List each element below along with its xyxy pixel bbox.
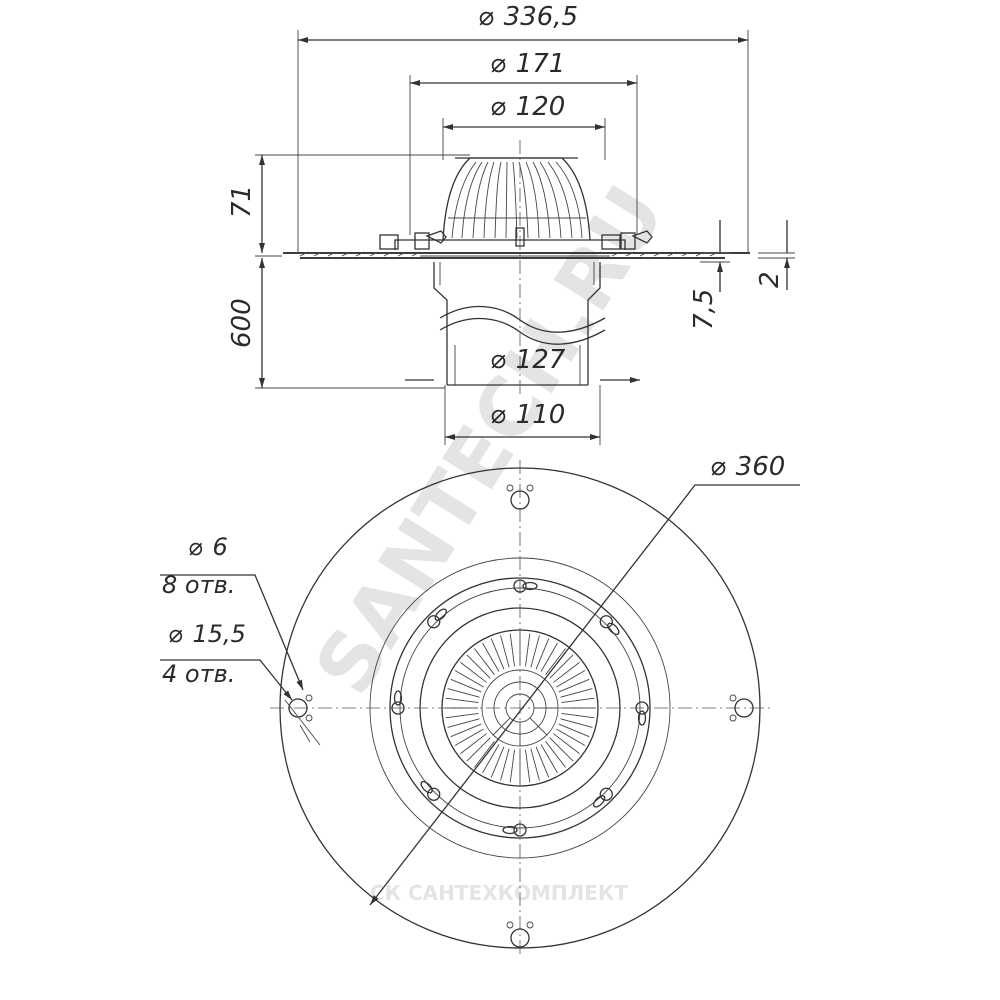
grate-slot <box>454 670 484 688</box>
dim-pipe-inner-diameter: ⌀110 <box>490 400 565 430</box>
small-hole-diameter: ⌀6 <box>188 533 228 561</box>
grate-slot <box>509 749 515 783</box>
clamp-bolt <box>427 608 447 629</box>
large-hole-count: 4 отв. <box>162 660 235 688</box>
side-view: ⌀336,5 ⌀171 ⌀120 ⌀127 ⌀110 71 600 7,5 2 <box>227 2 795 445</box>
clamp-bolt <box>635 701 649 726</box>
flange-hatch <box>299 251 719 257</box>
grate-slot <box>473 648 495 675</box>
grate-slot <box>450 678 482 693</box>
grate-spoke <box>492 717 511 736</box>
grate-spoke <box>529 717 548 736</box>
dim-height: 71 <box>227 185 257 218</box>
leader-large-hole <box>160 659 293 701</box>
grate-slot <box>525 749 531 783</box>
grate-slot <box>450 723 482 738</box>
grate-slot <box>530 635 540 668</box>
grate-slot <box>556 728 586 746</box>
grate-slot <box>445 697 479 703</box>
grate-slot <box>535 746 550 778</box>
grate-slot <box>561 697 595 703</box>
grate-slot <box>558 678 590 693</box>
grate-slot <box>540 642 558 672</box>
grate-slot <box>556 670 586 688</box>
leader-small-hole <box>160 574 304 691</box>
leaf-guard-dome <box>442 157 591 247</box>
clamp-bolt <box>391 690 405 715</box>
watermark: SANTECH.RU СК САНТЕХКОМПЛЕКТ <box>297 170 682 905</box>
grate-slot <box>545 741 567 768</box>
dim-dome-diameter: ⌀120 <box>490 92 565 122</box>
grate-slot <box>482 642 500 672</box>
clamp-bolts <box>391 579 649 837</box>
clamp-bolt <box>513 579 538 593</box>
dim-base-diameter: ⌀360 <box>710 452 785 482</box>
grate-slot <box>558 723 590 738</box>
large-holes <box>288 490 754 948</box>
dim-length: 600 <box>227 298 257 348</box>
clamp-bolt <box>599 615 620 635</box>
grate-slot <box>447 688 480 698</box>
grate-slot <box>445 713 479 719</box>
top-view: ⌀360 ⌀6 8 отв. ⌀15,5 4 отв. <box>160 452 800 955</box>
grate-slot <box>509 633 515 667</box>
dim-outer-diameter: ⌀171 <box>490 49 565 79</box>
clamp-bolt <box>593 787 613 808</box>
large-hole-diameter: ⌀15,5 <box>168 620 246 648</box>
grate-slot <box>482 744 500 774</box>
grate-slot <box>460 661 487 683</box>
grate-slot <box>560 718 593 728</box>
clamp-bolt <box>420 781 441 801</box>
watermark-company: СК САНТЕХКОМПЛЕКТ <box>370 881 628 905</box>
grate-slot <box>553 733 580 755</box>
grate-slot <box>454 728 484 746</box>
small-holes <box>305 484 737 929</box>
grate-slot <box>561 713 595 719</box>
grate-slot <box>447 718 480 728</box>
grate-slot <box>535 638 550 670</box>
clamp-bolt <box>502 823 527 837</box>
leader-base <box>369 484 800 906</box>
grate-slot <box>460 733 487 755</box>
grate-slot <box>549 654 574 679</box>
flange-plate <box>283 252 750 259</box>
grate-slot <box>525 633 531 667</box>
grate-slot <box>500 635 510 668</box>
grate-slot <box>473 741 495 768</box>
grate-slot <box>560 688 593 698</box>
dim-offset: 7,5 <box>689 289 719 330</box>
clamp-ring <box>394 239 626 250</box>
grate-slot <box>540 744 558 774</box>
grate-slot <box>466 737 491 762</box>
dim-flange-diameter: ⌀336,5 <box>478 2 578 32</box>
grate-slots <box>445 633 595 783</box>
dim-thickness: 2 <box>755 271 785 288</box>
grate-slot <box>549 737 574 762</box>
dim-pipe-outer-diameter: ⌀127 <box>490 345 566 375</box>
grate-slot <box>553 661 580 683</box>
grate-slot <box>545 648 567 675</box>
grate-slot <box>500 748 510 781</box>
grate-slot <box>490 746 505 778</box>
grate-slot <box>466 654 491 679</box>
grate-slot <box>530 748 540 781</box>
wing-nut-right <box>601 230 653 250</box>
wing-nut-left <box>379 230 447 250</box>
grate-slot <box>490 638 505 670</box>
small-hole-count: 8 отв. <box>162 571 235 599</box>
watermark-brand: SANTECH.RU <box>297 170 682 710</box>
